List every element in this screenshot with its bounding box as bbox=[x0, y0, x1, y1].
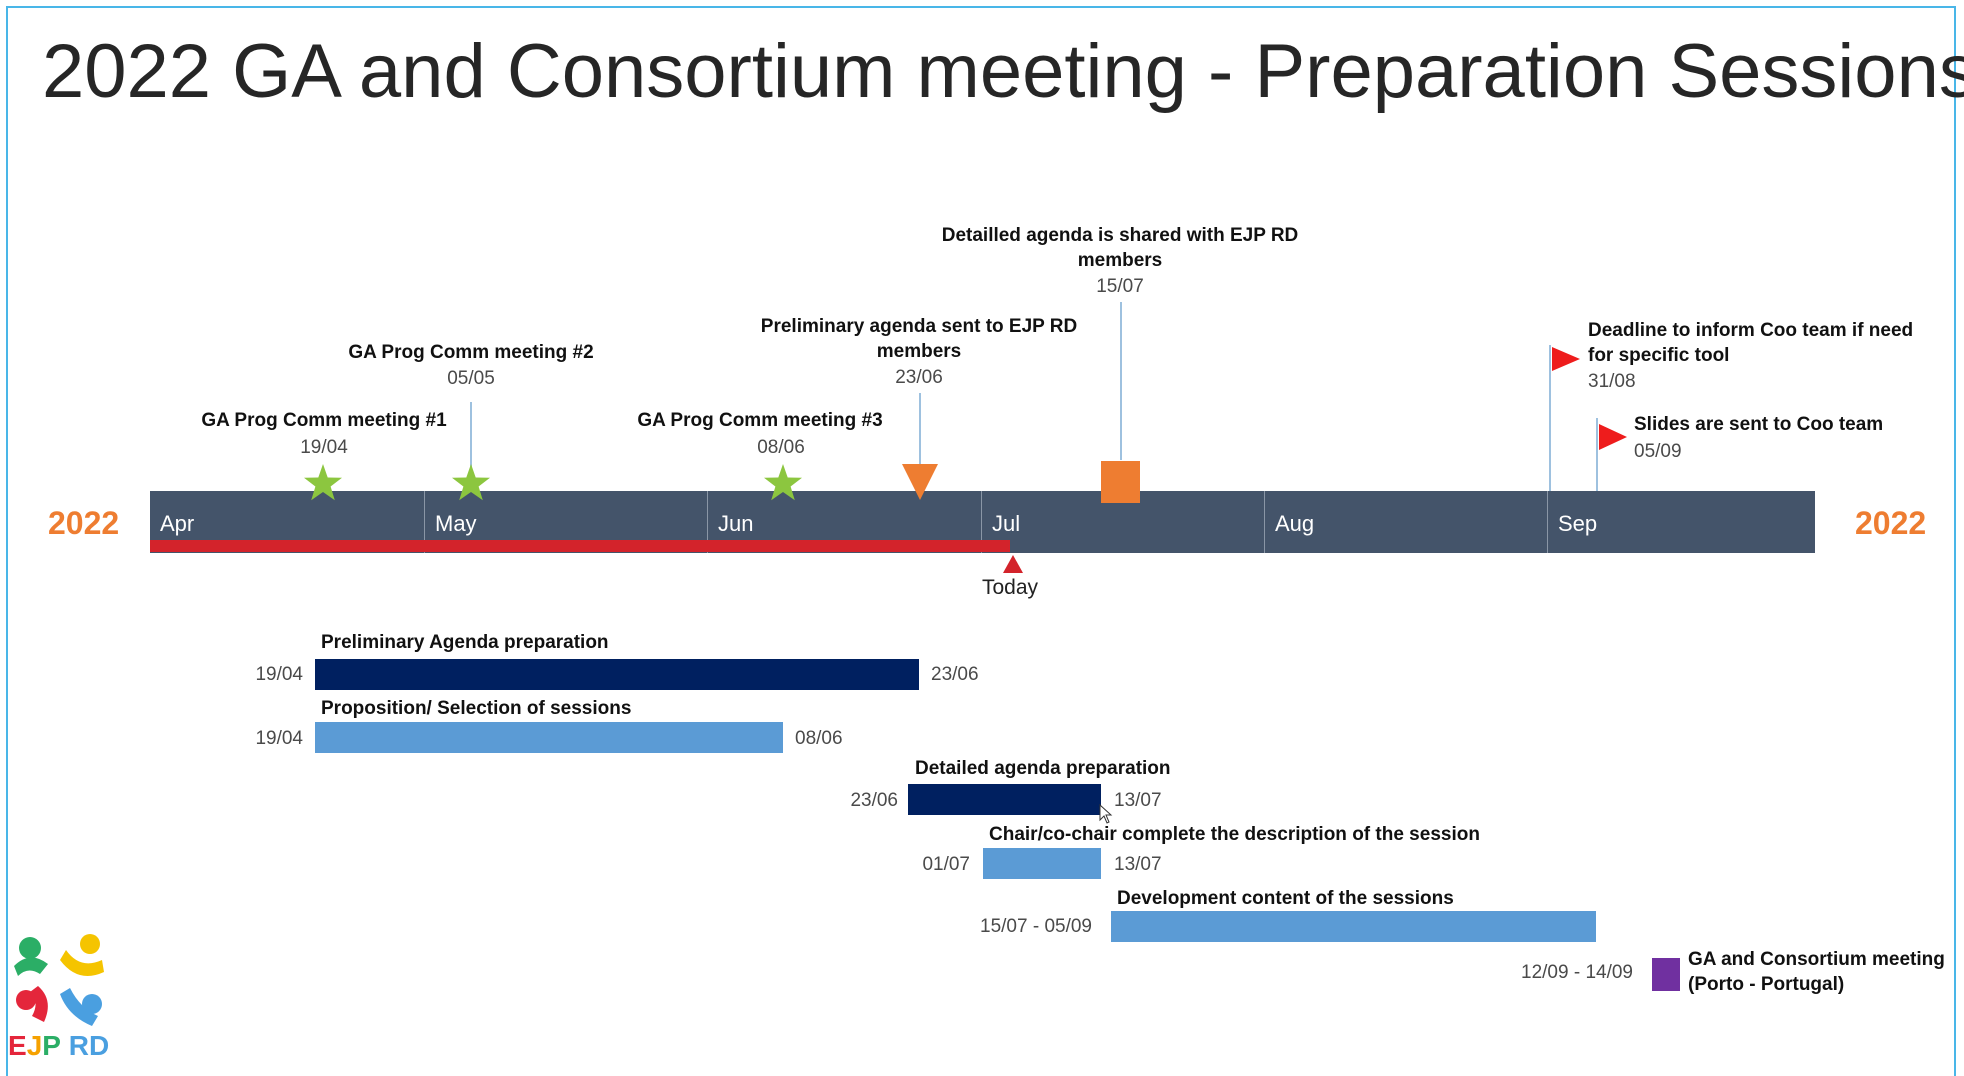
task-start: 19/04 bbox=[255, 728, 303, 749]
milestone-title-line: members bbox=[1077, 250, 1163, 271]
milestone-title: GA Prog Comm meeting #3 bbox=[637, 410, 883, 431]
today-label: Today bbox=[982, 576, 1039, 599]
flag-icon bbox=[1552, 347, 1580, 371]
month-jul: Jul bbox=[981, 491, 1020, 553]
slide-frame bbox=[6, 6, 1956, 1076]
star-icon bbox=[452, 464, 490, 501]
month-may: May bbox=[424, 491, 477, 553]
square-icon bbox=[1101, 461, 1140, 503]
task-end: 13/07 bbox=[1114, 790, 1162, 811]
month-jun: Jun bbox=[707, 491, 753, 553]
milestone-title-line: for specific tool bbox=[1588, 345, 1730, 366]
event-title-line: GA and Consortium meeting bbox=[1688, 949, 1945, 970]
task-bar bbox=[983, 848, 1101, 879]
milestone-stem-deadline bbox=[1549, 345, 1551, 491]
milestone-stem-ga2 bbox=[470, 402, 472, 490]
milestone-date: 31/08 bbox=[1588, 371, 1636, 392]
milestone-date: 05/05 bbox=[447, 368, 495, 389]
milestone-title: GA Prog Comm meeting #1 bbox=[201, 410, 447, 431]
task-title: Chair/co-chair complete the description … bbox=[989, 824, 1480, 845]
task-bar bbox=[315, 722, 783, 753]
event-range: 12/09 - 14/09 bbox=[1521, 962, 1633, 983]
month-sep: Sep bbox=[1547, 491, 1597, 553]
milestone-title: Slides are sent to Coo team bbox=[1634, 414, 1884, 435]
star-icon bbox=[304, 464, 342, 501]
milestone-title-line: Detailled agenda is shared with EJP RD bbox=[941, 225, 1299, 246]
ejp-rd-logo-icon bbox=[14, 934, 104, 1026]
milestone-date: 19/04 bbox=[300, 437, 348, 458]
milestone-date: 08/06 bbox=[757, 437, 805, 458]
task-end: 08/06 bbox=[795, 728, 843, 749]
flag-icon bbox=[1599, 424, 1627, 450]
milestone-date: 23/06 bbox=[895, 367, 943, 388]
today-marker-icon bbox=[1003, 555, 1023, 573]
ejp-rd-logo-text: EJP RD bbox=[8, 1030, 110, 1061]
milestone-stem-detailed-agenda bbox=[1120, 302, 1122, 460]
task-bar bbox=[1111, 911, 1596, 942]
task-title: Preliminary Agenda preparation bbox=[321, 632, 609, 653]
task-end: 23/06 bbox=[931, 664, 979, 685]
milestone-title-line: members bbox=[876, 341, 962, 362]
year-label-left: 2022 bbox=[48, 505, 120, 541]
task-start: 01/07 bbox=[922, 854, 970, 875]
task-bar bbox=[908, 784, 1101, 815]
task-start: 19/04 bbox=[255, 664, 303, 685]
mouse-cursor-icon bbox=[1099, 804, 1113, 824]
milestone-stem-slides bbox=[1596, 418, 1598, 491]
event-square-icon bbox=[1652, 958, 1680, 991]
milestone-date: 15/07 bbox=[1096, 276, 1144, 297]
today-progress-bar bbox=[150, 540, 1010, 552]
event-title-line: (Porto - Portugal) bbox=[1688, 974, 1845, 995]
milestone-stem-prelim-agenda bbox=[919, 393, 921, 490]
task-end: 13/07 bbox=[1114, 854, 1162, 875]
milestone-title-line: Preliminary agenda sent to EJP RD bbox=[760, 316, 1078, 337]
month-aug: Aug bbox=[1264, 491, 1314, 553]
triangle-down-icon bbox=[902, 464, 938, 500]
task-title: Detailed agenda preparation bbox=[915, 758, 1171, 779]
slide-title: 2022 GA and Consortium meeting - Prepara… bbox=[42, 29, 1964, 114]
milestone-date: 05/09 bbox=[1634, 441, 1682, 462]
milestone-title-line: Deadline to inform Coo team if need bbox=[1588, 320, 1914, 341]
task-range: 15/07 - 05/09 bbox=[980, 916, 1092, 937]
task-title: Proposition/ Selection of sessions bbox=[321, 698, 632, 719]
year-label-right: 2022 bbox=[1855, 505, 1927, 541]
milestone-title: GA Prog Comm meeting #2 bbox=[348, 342, 594, 363]
star-icon bbox=[764, 464, 802, 501]
task-bar bbox=[315, 659, 919, 690]
task-title: Development content of the sessions bbox=[1117, 888, 1454, 909]
task-start: 23/06 bbox=[850, 790, 898, 811]
